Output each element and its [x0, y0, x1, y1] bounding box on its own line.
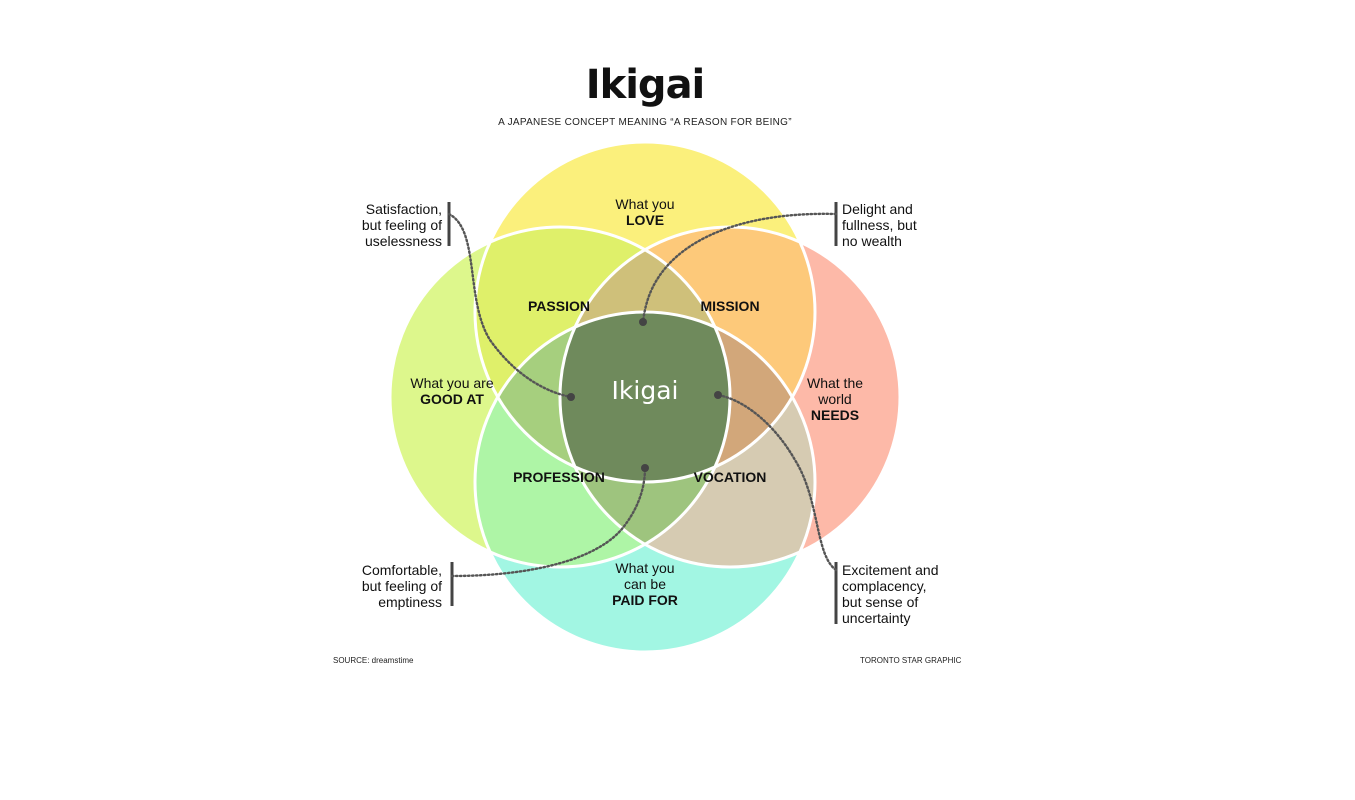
note-bottom-right-line: complacency,: [842, 578, 927, 594]
label-paid-for-line2: can be: [623, 576, 667, 592]
label-mission: MISSION: [700, 298, 760, 314]
note-top-right-line: Delight and: [842, 201, 913, 217]
page-title: Ikigai: [585, 62, 706, 108]
label-love-line1: What you: [615, 196, 675, 212]
footer-credit: TORONTO STAR GRAPHIC: [860, 656, 962, 665]
note-top-left: Satisfaction, but feeling of uselessness: [332, 201, 442, 249]
note-bottom-left: Comfortable, but feeling of emptiness: [330, 562, 442, 610]
note-bottom-left-line: Comfortable,: [361, 562, 442, 578]
label-paid-for-bold: PAID FOR: [612, 592, 678, 608]
note-brackets: [447, 202, 838, 624]
note-top-right-line: fullness, but: [842, 217, 917, 233]
connector-top-left: [447, 212, 573, 399]
note-bottom-left-line: but feeling of: [361, 578, 442, 594]
label-world-needs: What the world NEEDS: [790, 375, 880, 423]
label-good-at: What you are GOOD AT: [397, 375, 507, 407]
label-vocation: VOCATION: [693, 469, 767, 485]
note-top-left-line: Satisfaction,: [365, 201, 442, 217]
note-bottom-right: Excitement and complacency, but sense of…: [842, 562, 939, 626]
note-top-left-line: uselessness: [364, 233, 442, 249]
note-connectors: [447, 212, 838, 578]
label-world-needs-line2: world: [818, 391, 852, 407]
footer-source: SOURCE: dreamstime: [333, 656, 414, 665]
label-love: What you LOVE: [595, 196, 695, 228]
note-bottom-right-line: Excitement and: [842, 562, 939, 578]
connector-dots: [567, 318, 722, 472]
note-bottom-right-line: but sense of: [842, 594, 919, 610]
connector-bottom-right: [716, 393, 838, 572]
note-top-right-line: no wealth: [842, 233, 902, 249]
label-good-at-bold: GOOD AT: [420, 391, 484, 407]
connector-bottom-left: [450, 466, 647, 578]
label-profession: PROFESSION: [513, 469, 605, 485]
label-ikigai-center: Ikigai: [611, 376, 679, 405]
label-world-needs-line1: What the: [806, 375, 864, 391]
note-top-left-line: but feeling of: [361, 217, 442, 233]
note-bottom-right-line: uncertainty: [842, 610, 911, 626]
label-paid-for: What you can be PAID FOR: [595, 560, 695, 608]
label-world-needs-bold: NEEDS: [810, 407, 860, 423]
label-good-at-line1: What you are: [410, 375, 494, 391]
note-top-right: Delight and fullness, but no wealth: [842, 201, 917, 249]
label-paid-for-line1: What you: [615, 560, 675, 576]
note-bottom-left-line: emptiness: [378, 594, 442, 610]
label-love-bold: LOVE: [625, 212, 665, 228]
page-subtitle: A JAPANESE CONCEPT MEANING “A REASON FOR…: [498, 117, 792, 128]
connector-top-right: [641, 212, 838, 324]
label-passion: PASSION: [528, 298, 590, 314]
